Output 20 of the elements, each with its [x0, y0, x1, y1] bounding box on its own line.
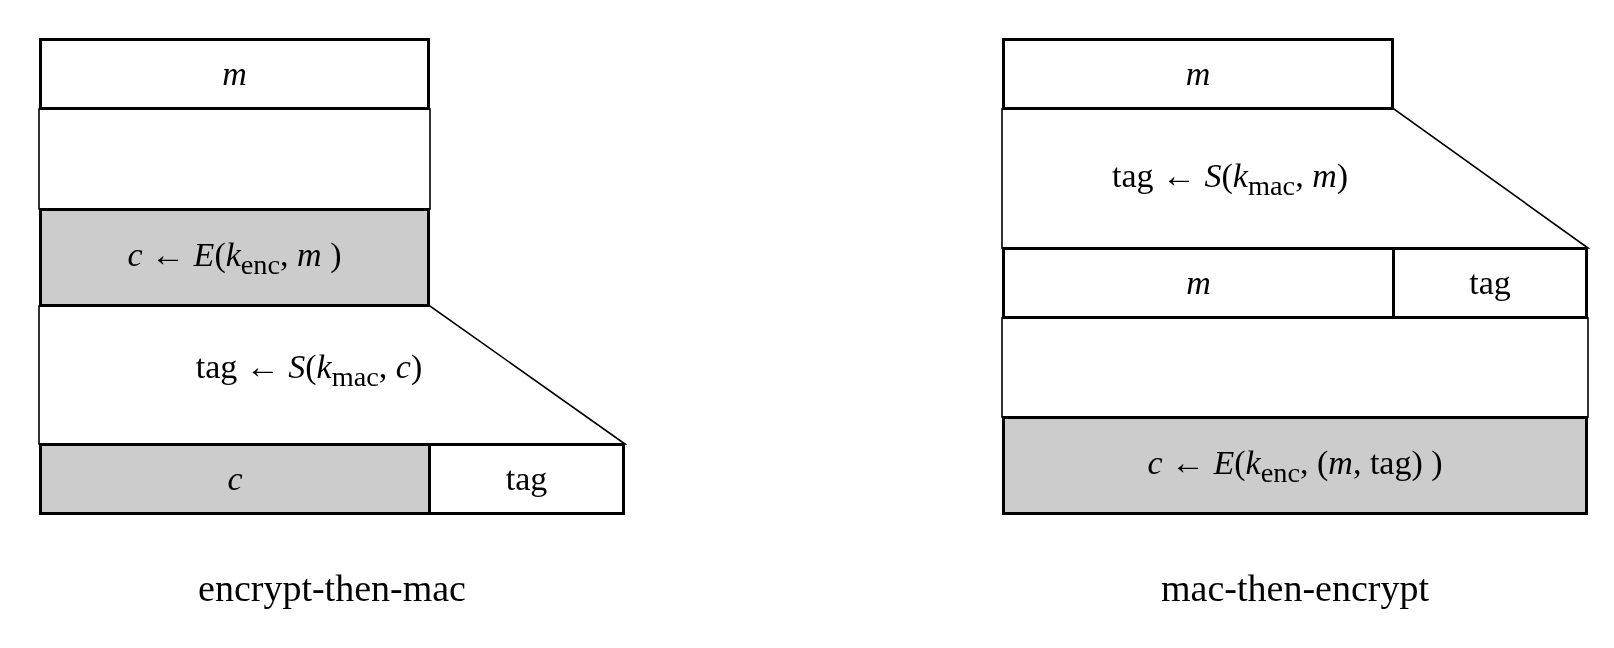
encrypted-block: [39, 443, 431, 515]
caption-text: mac-then-encrypt: [1161, 566, 1429, 610]
block-label: m: [1185, 55, 1211, 93]
block: [428, 443, 625, 515]
caption-text: encrypt-then-mac: [198, 566, 466, 610]
block: [39, 38, 430, 110]
block-label: tag: [505, 460, 548, 498]
block-label: tag: [1469, 264, 1511, 302]
block-label: c ← E(k$_{enc}$, (m, tag) ): [1147, 443, 1443, 488]
block-label: m: [222, 55, 247, 93]
block: [1392, 247, 1588, 319]
block: [1002, 247, 1395, 319]
block: [1002, 38, 1394, 110]
block-label: tag ← S(k$_{mac}$, m): [1112, 157, 1348, 201]
block-label: c ← E(k$_{enc}$, m ): [127, 235, 342, 280]
block-label: tag ← S(k$_{mac}$, c): [195, 348, 423, 392]
block-label: m: [1186, 264, 1211, 302]
encrypted-block: [39, 208, 430, 307]
block-label: c: [227, 460, 243, 498]
encrypted-block: [1002, 416, 1588, 515]
